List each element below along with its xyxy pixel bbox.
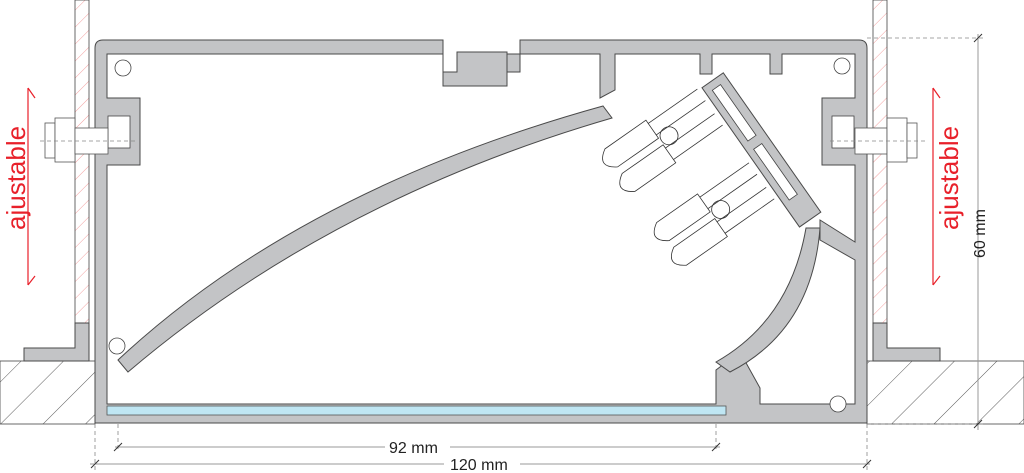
led-1 bbox=[602, 88, 706, 168]
ceiling-slab-right bbox=[866, 360, 1024, 425]
height-dimension-label: 60 mm bbox=[972, 209, 989, 258]
ceiling-slab-left bbox=[0, 360, 96, 425]
mounting-ledge-right bbox=[872, 322, 941, 362]
adjustment-bolt-right bbox=[830, 117, 925, 163]
led-2 bbox=[619, 113, 723, 192]
led-modules bbox=[602, 88, 775, 266]
mounting-ledge-left bbox=[23, 322, 90, 362]
inner-width-dimension-label: 92 mm bbox=[389, 440, 438, 457]
wall-panel-left bbox=[74, 0, 90, 324]
screw-channel-top-right bbox=[833, 57, 851, 75]
screw-channel-top-left bbox=[114, 59, 132, 77]
adjustable-label-left: ajustable bbox=[1, 126, 31, 230]
led-3 bbox=[653, 162, 758, 242]
aluminium-profile-frame bbox=[94, 39, 868, 424]
bolt-pocket-right bbox=[831, 115, 855, 149]
adjustment-bolt-left bbox=[40, 117, 135, 163]
adjustable-label-right: ajustable bbox=[934, 126, 964, 230]
led-4 bbox=[671, 187, 775, 266]
bolt-pocket-left bbox=[107, 115, 131, 149]
inner-width-dimension bbox=[113, 424, 721, 452]
wall-panel-right bbox=[872, 0, 888, 324]
reflector-right bbox=[715, 227, 821, 373]
reflector-left bbox=[117, 105, 613, 373]
height-dimension bbox=[867, 33, 985, 430]
glass-diffuser bbox=[106, 405, 727, 416]
adjust-arrow-right bbox=[932, 87, 941, 286]
outer-width-dimension-label: 120 mm bbox=[450, 457, 508, 473]
outer-width-dimension bbox=[90, 424, 872, 473]
screw-channel-bottom-right bbox=[829, 395, 847, 413]
led-holder-rail bbox=[701, 72, 822, 228]
screw-channel-bottom-left bbox=[108, 337, 126, 355]
adjust-arrow-left bbox=[27, 87, 36, 286]
